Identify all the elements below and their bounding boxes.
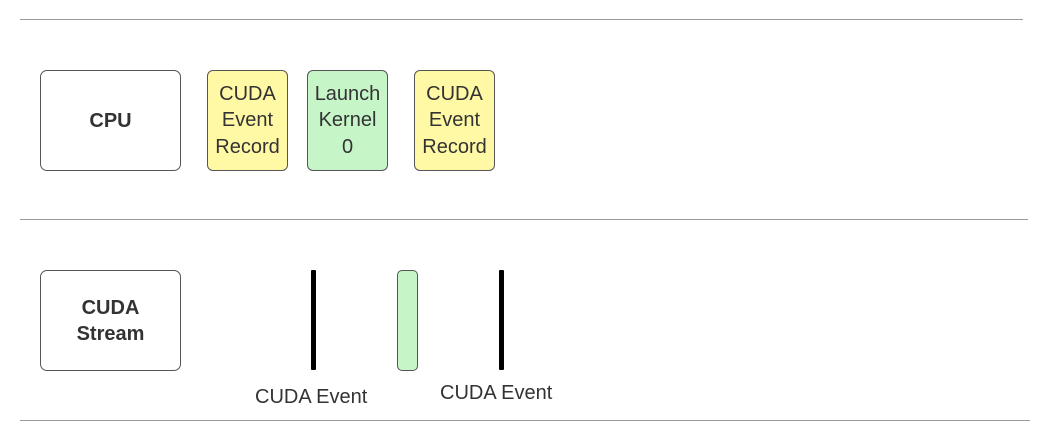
cpu-event-record-block-2: CUDA Event Record — [414, 70, 495, 171]
stream-event-marker-2 — [499, 270, 504, 370]
middle-divider — [20, 219, 1028, 220]
stream-lane-label: CUDA Stream — [40, 270, 181, 371]
cpu-lane-label: CPU — [40, 70, 181, 171]
stream-event-caption-2: CUDA Event — [440, 382, 553, 404]
top-divider — [20, 19, 1023, 20]
cpu-event-record-label-1: CUDA Event Record — [215, 82, 280, 158]
bottom-divider — [20, 420, 1030, 421]
stream-event-caption-1: CUDA Event — [255, 386, 368, 408]
cpu-launch-kernel-block: Launch Kernel 0 — [307, 70, 388, 171]
cpu-event-record-block-1: CUDA Event Record — [207, 70, 288, 171]
stream-event-marker-1 — [311, 270, 316, 370]
cpu-launch-kernel-label: Launch Kernel 0 — [314, 82, 381, 158]
stream-kernel-execution-bar — [397, 270, 418, 371]
cpu-event-record-label-2: CUDA Event Record — [422, 82, 487, 158]
